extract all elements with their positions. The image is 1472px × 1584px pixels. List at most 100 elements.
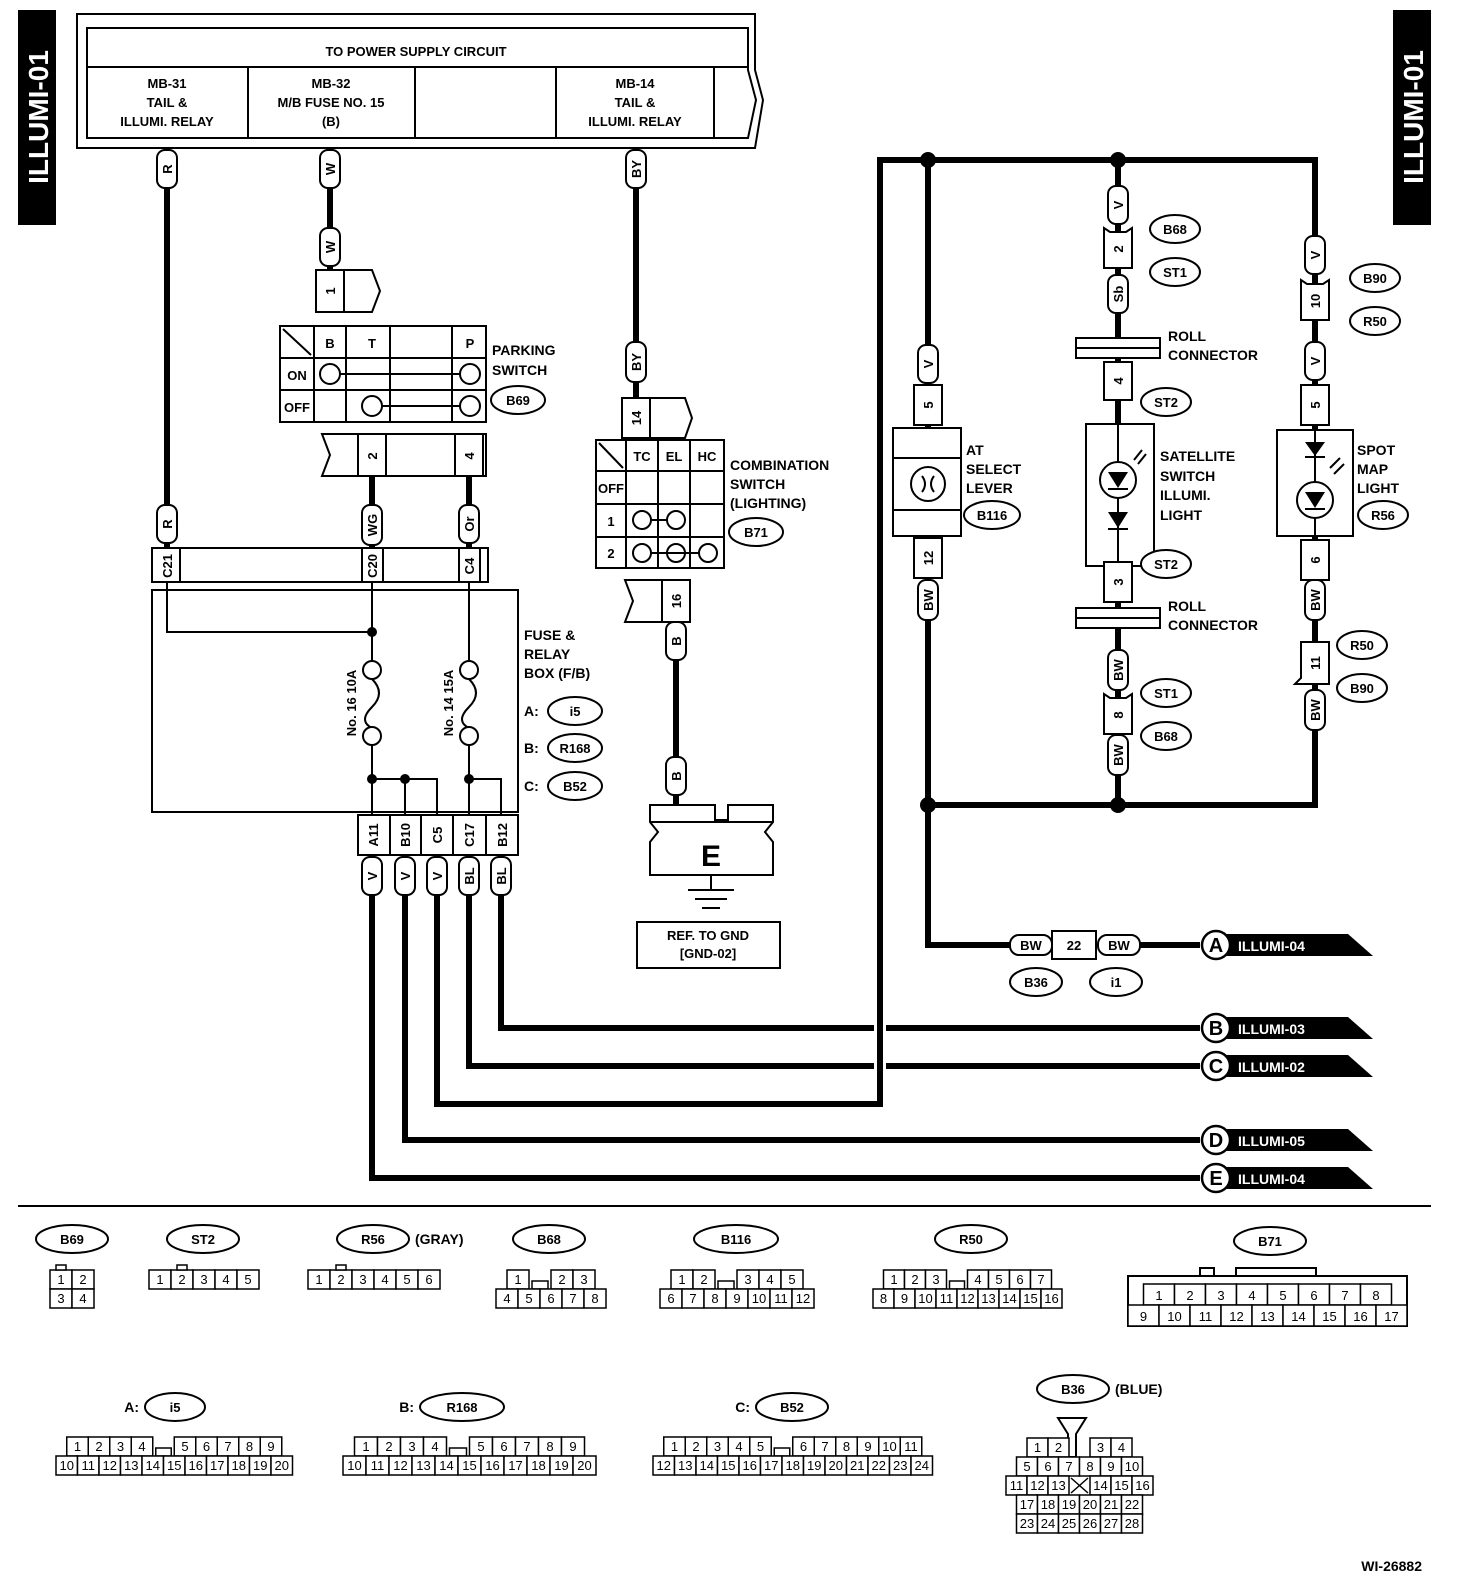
connector-pin: 7 — [1341, 1288, 1348, 1303]
connector-pin: 1 — [1155, 1288, 1162, 1303]
connector-view-name: B71 — [1258, 1234, 1282, 1249]
connector-pin: 26 — [1083, 1516, 1097, 1531]
connector-pin: 6 — [203, 1439, 210, 1454]
tag-v-at: V — [921, 359, 936, 368]
connector-pin: 6 — [800, 1439, 807, 1454]
sat-pin-4: 4 — [1111, 377, 1126, 385]
destination-letter: B — [1209, 1018, 1223, 1040]
connector-pin: 16 — [485, 1458, 499, 1473]
power-supply-box: TO POWER SUPPLY CIRCUIT MB-31 TAIL & ILL… — [76, 13, 765, 149]
connector-pin: 20 — [829, 1458, 843, 1473]
connector-pin: 16 — [1044, 1291, 1058, 1306]
connector-pin: 3 — [359, 1272, 366, 1287]
connector-pin: 11 — [940, 1291, 954, 1306]
connector-pin: 4 — [766, 1272, 773, 1287]
fb-pin-c20: C20 — [365, 554, 380, 578]
connector-pin: 5 — [757, 1439, 764, 1454]
spot-name-2: MAP — [1357, 461, 1388, 477]
fuse-no14: No. 14 15A — [441, 669, 456, 736]
connector-pin: 7 — [821, 1439, 828, 1454]
connector-pin: 8 — [546, 1439, 553, 1454]
connector-pin: 2 — [911, 1272, 918, 1287]
spot-conn-r50-bottom: R50 — [1350, 638, 1374, 653]
ps-cell-2-l2: M/B FUSE NO. 15 — [278, 95, 385, 110]
spot-pin-6: 6 — [1308, 556, 1323, 563]
spot-conn-r50-top: R50 — [1363, 314, 1387, 329]
connector-pin: 17 — [1384, 1309, 1398, 1324]
connector-pin: 4 — [381, 1272, 388, 1287]
at-name-1: AT — [966, 442, 984, 458]
connector-pin: 9 — [569, 1439, 576, 1454]
connector-pin: 12 — [1229, 1309, 1243, 1324]
parking-header-b: B — [325, 336, 334, 351]
sat-conn-st1-bottom: ST1 — [1154, 686, 1178, 701]
side-tab-right-text: ILLUMI-01 — [1398, 50, 1429, 184]
connector-pin: 1 — [74, 1439, 81, 1454]
connector-pin: 28 — [1125, 1516, 1139, 1531]
connector-pin: 8 — [711, 1291, 718, 1306]
fb-legend-b: R168 — [559, 741, 590, 756]
destination-label: ILLUMI-02 — [1238, 1059, 1305, 1075]
connector-view-name: B52 — [780, 1400, 804, 1415]
connector-pin: 6 — [547, 1291, 554, 1306]
at-name-2: SELECT — [966, 461, 1022, 477]
connector-pin: 1 — [890, 1272, 897, 1287]
tag-v-b10: V — [398, 871, 413, 880]
connector-pin: 7 — [1065, 1459, 1072, 1474]
spot-conn-b90-top: B90 — [1363, 271, 1387, 286]
connector-pin: 14 — [439, 1458, 453, 1473]
connector-pin: 18 — [786, 1458, 800, 1473]
connector-pin: 5 — [1279, 1288, 1286, 1303]
parking-name-1: PARKING — [492, 342, 556, 358]
connector-pin: 21 — [1104, 1497, 1118, 1512]
connector-pin: 2 — [700, 1272, 707, 1287]
connector-pin: 17 — [508, 1458, 522, 1473]
connector-pin: 19 — [807, 1458, 821, 1473]
connector-pin: 1 — [678, 1272, 685, 1287]
connector-pin: 21 — [850, 1458, 864, 1473]
combo-row-2: 2 — [607, 546, 614, 561]
ps-cell-3-l3: ILLUMI. RELAY — [588, 114, 682, 129]
sat-roll-1-l1: ROLL — [1168, 328, 1207, 344]
junction-left-wire: BW — [1020, 938, 1042, 953]
tag-v-a11: V — [365, 871, 380, 880]
ps-cell-3-l1: MB-14 — [615, 76, 655, 91]
spot-map-light: 10 B90 R50 5 SPOT MAP LIGHT R56 6 11 R50… — [1276, 263, 1409, 703]
destination-label: ILLUMI-04 — [1238, 1171, 1305, 1187]
connector-pin: 10 — [752, 1291, 766, 1306]
connector-pin: 12 — [1030, 1478, 1044, 1493]
side-tab-left: ILLUMI-01 — [18, 10, 56, 225]
connector-pin: 4 — [735, 1439, 742, 1454]
tag-by-top: BY — [629, 160, 644, 178]
connector-pin: 11 — [82, 1458, 96, 1473]
connector-pin: 22 — [1125, 1497, 1139, 1512]
connector-pin: 18 — [531, 1458, 545, 1473]
fuse-no16: No. 16 10A — [344, 669, 359, 736]
sat-pin-8: 8 — [1111, 711, 1126, 718]
connector-pin: 3 — [57, 1291, 64, 1306]
connector-pin: 10 — [60, 1458, 74, 1473]
combo-pin-14: 14 — [629, 410, 644, 425]
ps-cell-1-l2: TAIL & — [147, 95, 188, 110]
connector-pin: 9 — [1140, 1309, 1147, 1324]
connector-pin: 9 — [864, 1439, 871, 1454]
parking-header-p: P — [466, 336, 475, 351]
combo-header-hc: HC — [698, 449, 717, 464]
fb-name-3: BOX (F/B) — [524, 665, 590, 681]
connector-view-name: B116 — [721, 1232, 751, 1247]
tag-r-top: R — [160, 164, 175, 174]
connector-pin: 9 — [1107, 1459, 1114, 1474]
spot-pin-10: 10 — [1308, 294, 1323, 308]
connector-pin: 22 — [872, 1458, 886, 1473]
connector-pin: 3 — [200, 1272, 207, 1287]
ps-cell-3-l2: TAIL & — [615, 95, 656, 110]
combo-header-tc: TC — [633, 449, 651, 464]
destination-letter: C — [1209, 1056, 1223, 1078]
connector-pin: 8 — [246, 1439, 253, 1454]
connector-pin: 13 — [981, 1291, 995, 1306]
connector-pin: 13 — [1260, 1309, 1274, 1324]
